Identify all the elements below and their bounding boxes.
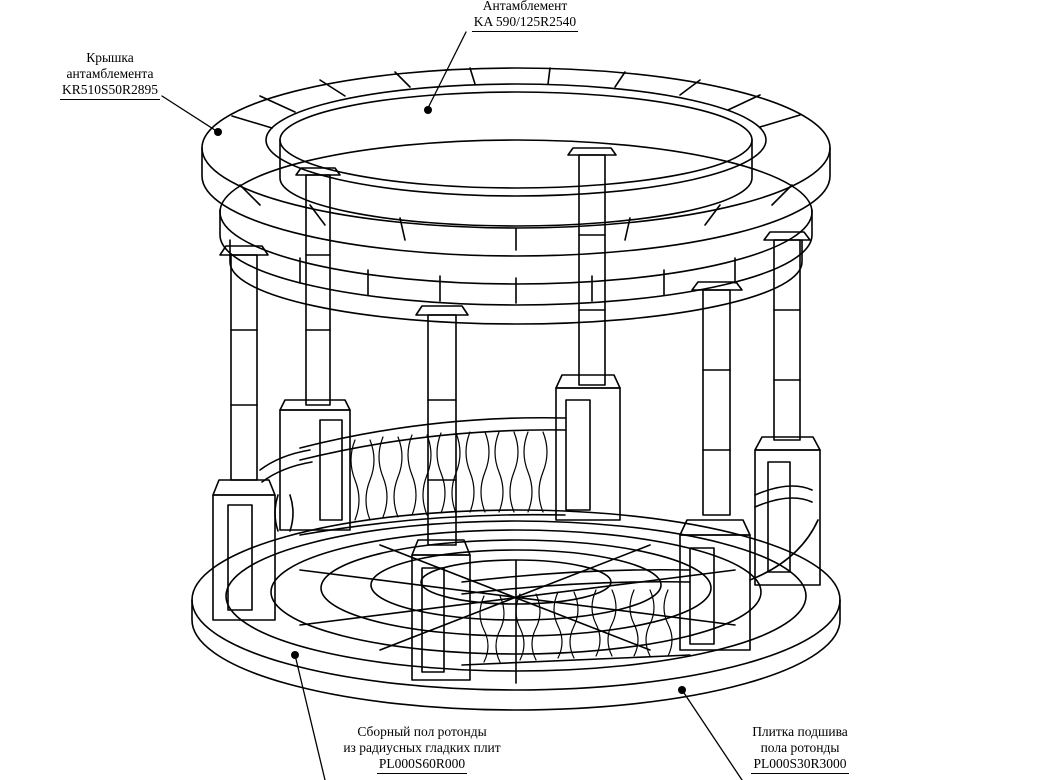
- floor-label-line2: из радиусных гладких плит: [343, 740, 501, 755]
- entablature-cap: [202, 68, 830, 256]
- back-pedestals: [280, 375, 620, 530]
- floor-label-line1: Сборный пол ротонды: [357, 724, 487, 739]
- leader-dots: [214, 106, 686, 694]
- floor-tile-label-line1: Плитка подшива: [752, 724, 848, 739]
- entablature: [220, 140, 812, 324]
- entablature-cap-label-line2: антамблемента: [66, 66, 154, 81]
- entablature-label-title: Антамблемент: [482, 0, 568, 13]
- back-balustrade: [300, 418, 565, 535]
- side-columns: [220, 232, 810, 515]
- entablature-cap-label-code: KR510S50R2895: [59, 82, 161, 100]
- floor-tile-label: Плитка подшива пола ротонды PL000S30R300…: [730, 724, 870, 774]
- floor-base: [192, 510, 840, 710]
- floor-tile-label-line2: пола ротонды: [760, 740, 840, 755]
- leader-lines: [162, 32, 742, 780]
- front-column: [412, 306, 470, 680]
- side-pedestals: [213, 437, 820, 650]
- entablature-label-code: KA 590/125R2540: [471, 14, 579, 32]
- floor-label-code: PL000S60R000: [376, 756, 468, 774]
- entablature-cap-label: Крышка антамблемента KR510S50R2895: [40, 50, 180, 100]
- front-balustrade: [462, 570, 690, 665]
- entablature-cap-label-line1: Крышка: [86, 50, 134, 65]
- floor-label: Сборный пол ротонды из радиусных гладких…: [322, 724, 522, 774]
- side-railings: [260, 450, 818, 580]
- floor-tile-label-code: PL000S30R3000: [751, 756, 849, 774]
- entablature-label: Антамблемент KA 590/125R2540: [440, 0, 610, 32]
